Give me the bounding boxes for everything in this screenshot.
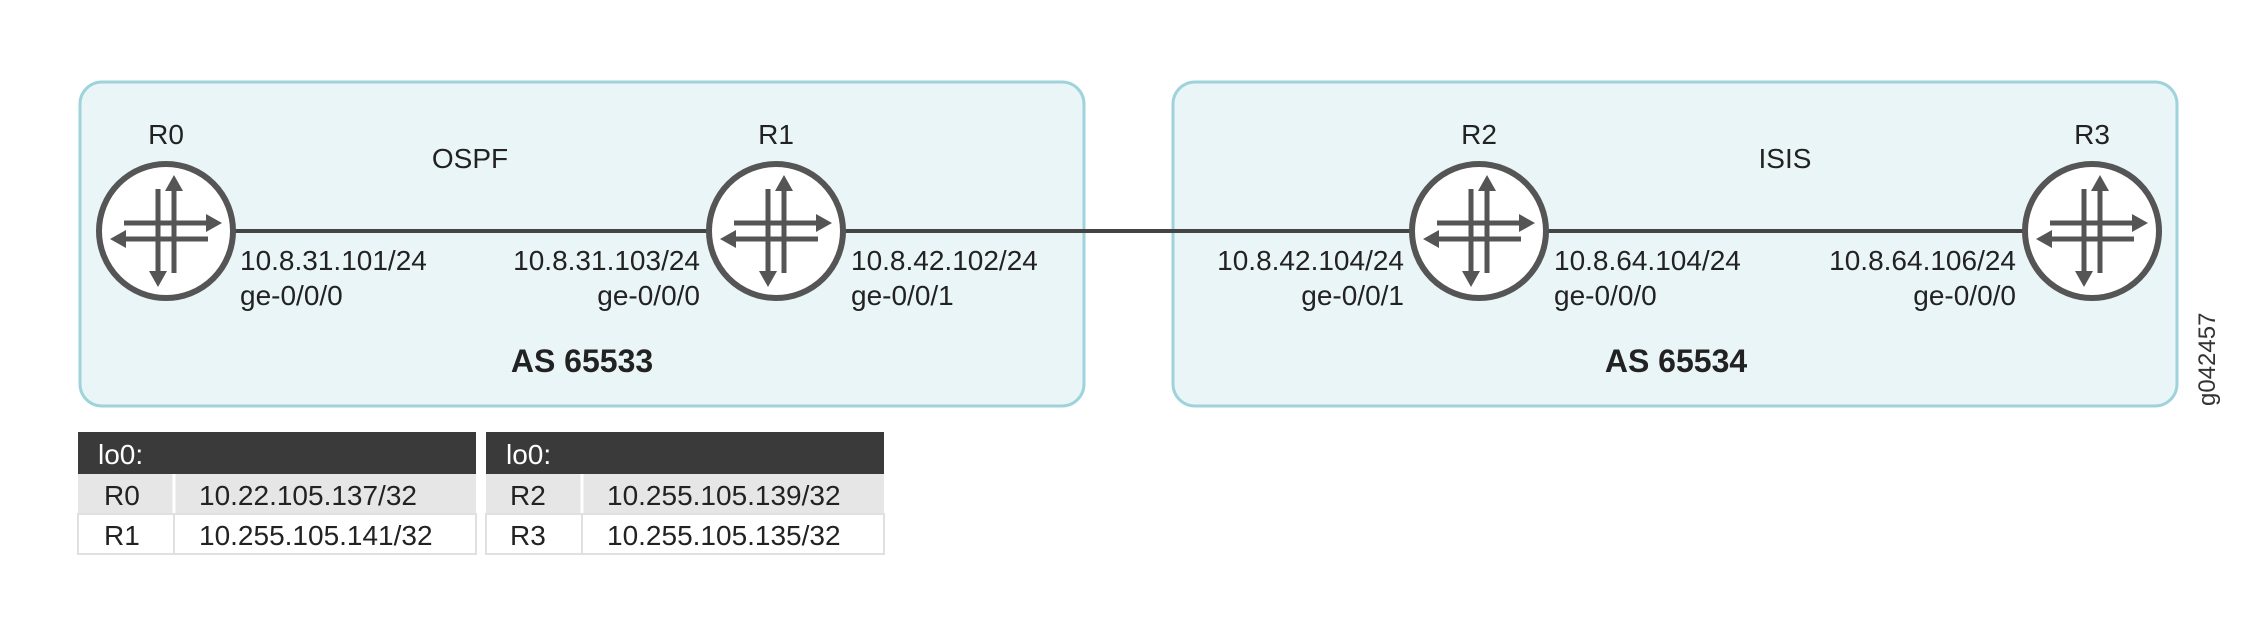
router-name-r3: R3 (2074, 119, 2110, 150)
interface-ip-r1-ge000: 10.8.31.103/24 (513, 245, 700, 276)
table-cell-address: 10.255.105.139/32 (607, 480, 841, 511)
as-label-65534: AS 65534 (1605, 343, 1748, 379)
table-header-bar (78, 432, 476, 474)
table-cell-router: R1 (104, 520, 140, 551)
table-cell-router: R3 (510, 520, 546, 551)
table-cell-address: 10.22.105.137/32 (199, 480, 417, 511)
interface-name-r3-ge000: ge-0/0/0 (1913, 280, 2016, 311)
table-row (485, 513, 885, 555)
router-icon (2025, 164, 2159, 298)
interface-name-r2-ge000: ge-0/0/0 (1554, 280, 1657, 311)
table-row (78, 474, 476, 514)
loopback-table-left: lo0: R0 10.22.105.137/32 R1 10.255.105.1… (77, 432, 477, 555)
protocol-label-ospf: OSPF (432, 143, 508, 174)
table-row (486, 474, 884, 514)
router-icon (99, 164, 233, 298)
router-icon (1412, 164, 1546, 298)
interface-ip-r0-ge000: 10.8.31.101/24 (240, 245, 427, 276)
interface-ip-r2-ge001: 10.8.42.104/24 (1217, 245, 1404, 276)
interface-name-r1-ge001: ge-0/0/1 (851, 280, 954, 311)
table-header-bar (486, 432, 884, 474)
table-header: lo0: (98, 439, 143, 470)
router-name-r1: R1 (758, 119, 794, 150)
table-cell-address: 10.255.105.141/32 (199, 520, 433, 551)
table-cell-address: 10.255.105.135/32 (607, 520, 841, 551)
interface-name-r2-ge001: ge-0/0/1 (1301, 280, 1404, 311)
router-name-r2: R2 (1461, 119, 1497, 150)
interface-ip-r1-ge001: 10.8.42.102/24 (851, 245, 1038, 276)
loopback-table-right: lo0: R2 10.255.105.139/32 R3 10.255.105.… (485, 432, 885, 555)
router-name-r0: R0 (148, 119, 184, 150)
interface-name-r1-ge000: ge-0/0/0 (597, 280, 700, 311)
as-label-65533: AS 65533 (511, 343, 653, 379)
table-cell-router: R0 (104, 480, 140, 511)
interface-name-r0-ge000: ge-0/0/0 (240, 280, 343, 311)
interface-ip-r3-ge000: 10.8.64.106/24 (1829, 245, 2016, 276)
as-area-65534 (1171, 80, 2179, 408)
table-cell-router: R2 (510, 480, 546, 511)
figure-id: g042457 (2194, 313, 2221, 406)
as-area-65533 (78, 80, 1086, 408)
interface-ip-r2-ge000: 10.8.64.104/24 (1554, 245, 1741, 276)
table-row (77, 513, 477, 555)
protocol-label-isis: ISIS (1759, 143, 1812, 174)
table-header: lo0: (506, 439, 551, 470)
router-icon (709, 164, 843, 298)
